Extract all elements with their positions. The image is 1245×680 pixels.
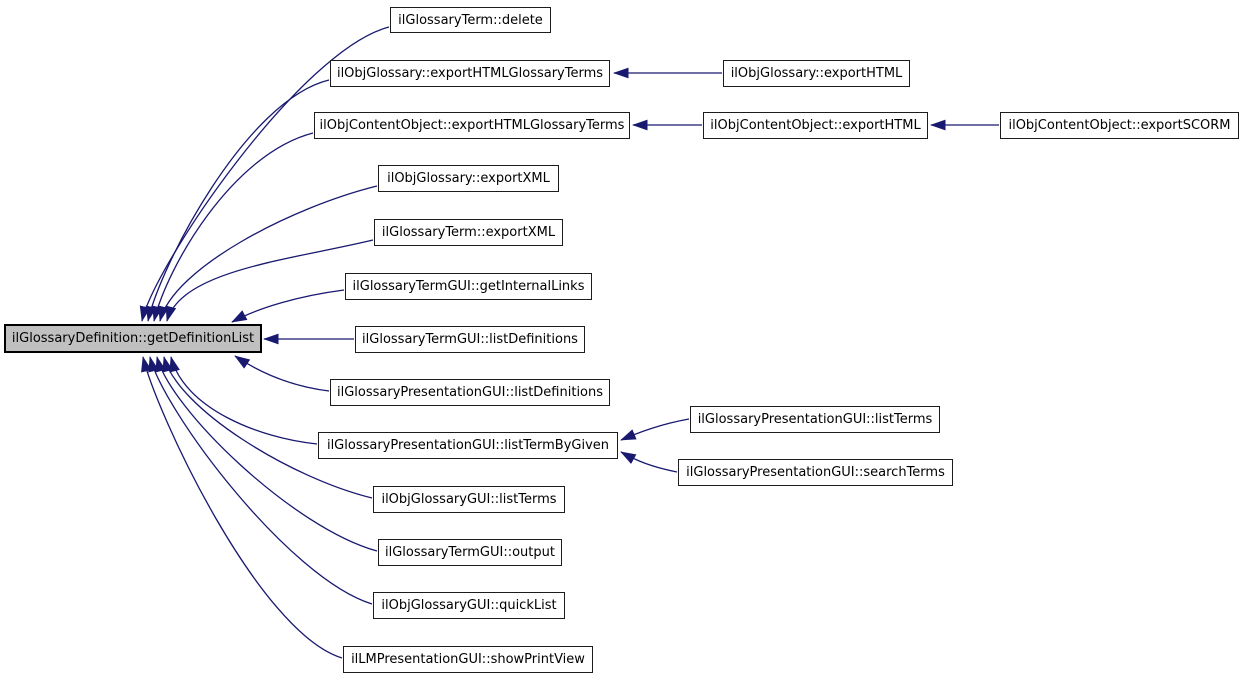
call-edge [165,239,374,322]
call-edge [139,26,390,322]
call-edge [152,132,314,322]
call-edge [169,356,318,445]
call-edge [158,185,378,322]
node-illmpresentationgui-showprintview[interactable]: ilLMPresentationGUI::showPrintView [343,646,593,673]
node-ilobjglossarygui-quicklist[interactable]: ilObjGlossaryGUI::quickList [373,592,565,619]
node-ilobjglossary-exporthtmlglossaryterms[interactable]: ilObjGlossary::exportHTMLGlossaryTerms [330,60,610,87]
node-ilobjglossary-exporthtml[interactable]: ilObjGlossary::exportHTML [723,60,910,87]
node-ilglossarypresentationgui-listterms[interactable]: ilGlossaryPresentationGUI::listTerms [690,406,940,433]
call-edge [234,355,330,392]
node-ilglossaryterm-delete[interactable]: ilGlossaryTerm::delete [390,7,551,33]
call-edge [620,418,690,441]
node-ilglossarydefinition-getdefinitionlist: ilGlossaryDefinition::getDefinitionList [4,324,262,353]
node-ilobjcontentobject-exporthtmlglossaryterms[interactable]: ilObjContentObject::exportHTMLGlossaryTe… [314,112,630,139]
call-edge [162,356,373,499]
node-ilglossarytermgui-listdefinitions[interactable]: ilGlossaryTermGUI::listDefinitions [355,326,585,353]
call-edge [231,289,345,323]
node-ilglossarytermgui-output[interactable]: ilGlossaryTermGUI::output [378,539,562,566]
node-ilglossaryterm-exportxml[interactable]: ilGlossaryTerm::exportXML [374,219,563,246]
call-edge [155,356,378,552]
node-ilglossarytermgui-getinternallinks[interactable]: ilGlossaryTermGUI::getInternalLinks [345,273,592,300]
call-edge [145,79,330,322]
node-ilobjglossary-exportxml[interactable]: ilObjGlossary::exportXML [378,165,559,192]
node-ilobjglossarygui-listterms[interactable]: ilObjGlossaryGUI::listTerms [373,486,565,513]
call-edge [148,356,373,605]
call-edge [620,451,678,473]
node-ilglossarypresentationgui-searchterms[interactable]: ilGlossaryPresentationGUI::searchTerms [678,459,953,486]
node-ilobjcontentobject-exportscorm[interactable]: ilObjContentObject::exportSCORM [1000,112,1239,139]
node-ilobjcontentobject-exporthtml[interactable]: ilObjContentObject::exportHTML [703,112,928,139]
node-ilglossarypresentationgui-listdefinitions[interactable]: ilGlossaryPresentationGUI::listDefinitio… [330,379,610,406]
call-edge [141,356,343,659]
node-ilglossarypresentationgui-listtermbygiven[interactable]: ilGlossaryPresentationGUI::listTermByGiv… [318,432,618,459]
